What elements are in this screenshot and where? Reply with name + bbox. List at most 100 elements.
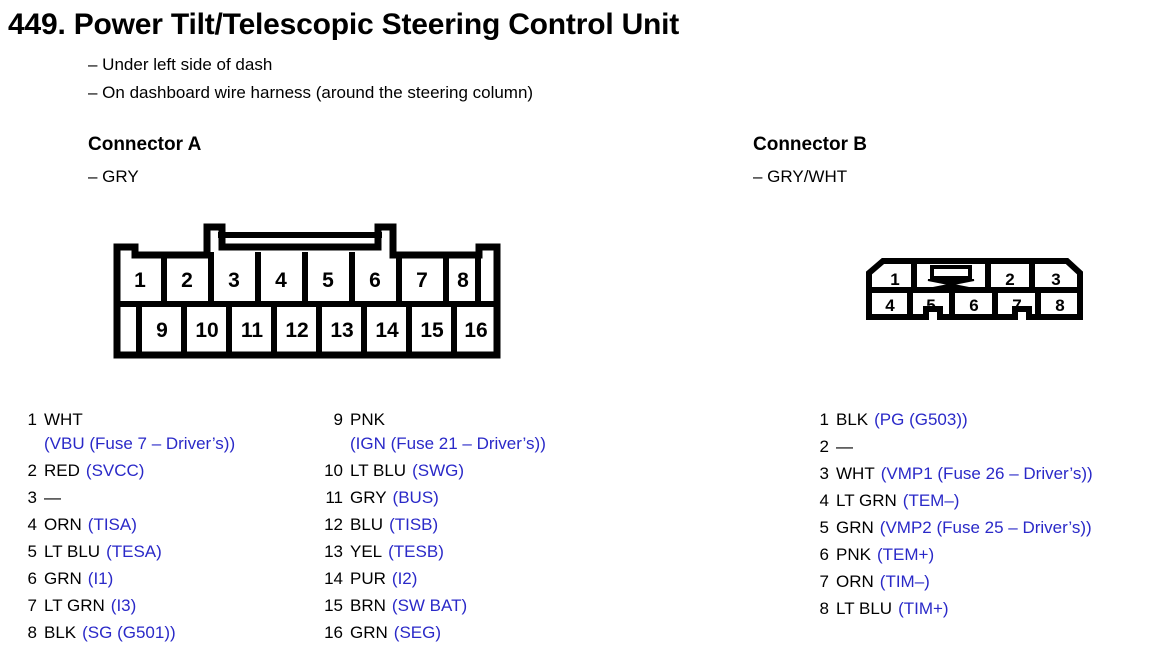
pin-signal-name: (I3) xyxy=(110,596,137,615)
conn-a-pin-14: 14 xyxy=(375,319,399,342)
connector-b-top-pin-labels: 1 2 3 xyxy=(890,270,1060,289)
connector-a-color-note: – GRY xyxy=(88,167,139,186)
conn-a-pin-10: 10 xyxy=(195,319,218,342)
conn-b-pin-7: 7 xyxy=(1012,296,1021,315)
pin-index: 8 xyxy=(27,623,37,642)
conn-a-pin-16: 16 xyxy=(464,319,487,342)
conn-a-pin-2: 2 xyxy=(181,269,193,292)
conn-a-pin-13: 13 xyxy=(330,319,353,342)
pin-index: 13 xyxy=(324,542,343,561)
pin-index: 12 xyxy=(324,515,343,534)
pin-index: 1 xyxy=(27,410,37,429)
connector-a-heading: Connector A xyxy=(88,134,202,155)
conn-a-pin-8: 8 xyxy=(457,269,469,292)
pin-index: 9 xyxy=(333,410,343,429)
pin-empty-dash: — xyxy=(836,437,853,456)
connector-latch-icon xyxy=(927,265,975,290)
conn-b-pin-3: 3 xyxy=(1051,270,1060,289)
pin-index: 3 xyxy=(819,464,829,483)
pin-row: 7 LT GRN (I3) xyxy=(24,596,235,623)
pin-row: 2— xyxy=(816,437,1093,464)
pin-signal-name: (TESB) xyxy=(388,542,444,561)
pin-signal-name: (TEM–) xyxy=(902,491,960,510)
pin-wire-color: GRN xyxy=(44,569,82,588)
pin-index: 16 xyxy=(324,623,343,642)
pin-row-line-1: 9 PNK xyxy=(318,410,546,434)
pin-index: 10 xyxy=(324,461,343,480)
connector-a-top-dividers xyxy=(161,252,481,304)
pin-signal-name: (TIM+) xyxy=(898,599,949,618)
pin-wire-color: LT GRN xyxy=(836,491,897,510)
pin-index: 15 xyxy=(324,596,343,615)
pin-index: 5 xyxy=(27,542,37,561)
pin-row: 3— xyxy=(24,488,235,515)
connector-b-top-dividers xyxy=(911,264,1035,290)
connector-a-bottom-pin-labels: 9 10 11 12 13 14 15 16 xyxy=(156,319,488,342)
pin-signal-name: (TISB) xyxy=(389,515,439,534)
pin-wire-color: LT BLU xyxy=(350,461,407,480)
pin-row: 9 PNK (IGN (Fuse 21 – Driver’s)) xyxy=(318,410,546,461)
pin-wire-color: GRN xyxy=(350,623,388,642)
connector-a-bottom-dividers xyxy=(136,304,457,355)
connector-b-bottom-pin-labels: 4 5 6 7 8 xyxy=(885,296,1064,315)
pin-index: 3 xyxy=(27,488,37,507)
conn-b-pin-5: 5 xyxy=(926,296,935,315)
pin-wire-color: PNK xyxy=(350,410,385,429)
pin-wire-color: LT BLU xyxy=(44,542,101,561)
pin-wire-color: LT BLU xyxy=(836,599,893,618)
connector-b-heading: Connector B xyxy=(753,134,867,155)
pin-signal-name: (VBU (Fuse 7 – Driver’s)) xyxy=(44,434,236,453)
pin-wire-color: LT GRN xyxy=(44,596,105,615)
conn-a-pin-1: 1 xyxy=(134,269,146,292)
conn-b-pin-4: 4 xyxy=(885,296,895,315)
pin-wire-color: RED xyxy=(44,461,80,480)
pin-signal-name: (SWG) xyxy=(412,461,465,480)
pin-signal-name: (SW BAT) xyxy=(391,596,468,615)
pin-wire-color: BLK xyxy=(836,410,869,429)
pin-index: 4 xyxy=(819,491,829,510)
pin-index: 6 xyxy=(27,569,37,588)
pin-signal-name: (TEM+) xyxy=(876,545,935,564)
conn-b-pin-8: 8 xyxy=(1055,296,1064,315)
pin-empty-dash: — xyxy=(44,488,61,507)
pin-signal-name: (TISA) xyxy=(87,515,137,534)
conn-a-pin-6: 6 xyxy=(369,269,381,292)
conn-b-pin-2: 2 xyxy=(1005,270,1014,289)
pin-index: 2 xyxy=(819,437,829,456)
connector-a-shell xyxy=(113,223,501,359)
conn-b-pin-6: 6 xyxy=(969,296,978,315)
pin-wire-color: ORN xyxy=(836,572,874,591)
pin-index: 7 xyxy=(27,596,37,615)
pin-index: 4 xyxy=(27,515,37,534)
pin-wire-color: BLK xyxy=(44,623,77,642)
location-note-0: – Under left side of dash xyxy=(88,55,273,74)
pin-signal-name: (TESA) xyxy=(106,542,162,561)
conn-a-pin-7: 7 xyxy=(416,269,428,292)
page-title: 449. Power Tilt/Telescopic Steering Cont… xyxy=(8,8,680,41)
pin-row: 4 LT GRN (TEM–) xyxy=(816,491,1093,518)
pin-index: 6 xyxy=(819,545,829,564)
connector-a-diagram: 1 2 3 4 5 6 7 8 9 10 11 12 13 14 15 16 xyxy=(113,223,501,359)
pin-index: 14 xyxy=(324,569,343,588)
pin-signal-name: (IGN (Fuse 21 – Driver’s)) xyxy=(350,434,546,453)
pin-signal-name: (SVCC) xyxy=(85,461,145,480)
pin-index: 5 xyxy=(819,518,829,537)
pin-wire-color: GRN xyxy=(836,518,874,537)
pin-wire-color: ORN xyxy=(44,515,82,534)
conn-a-pin-11: 11 xyxy=(241,319,264,342)
connector-b-diagram: 1 2 3 4 5 6 7 8 xyxy=(866,258,1083,320)
